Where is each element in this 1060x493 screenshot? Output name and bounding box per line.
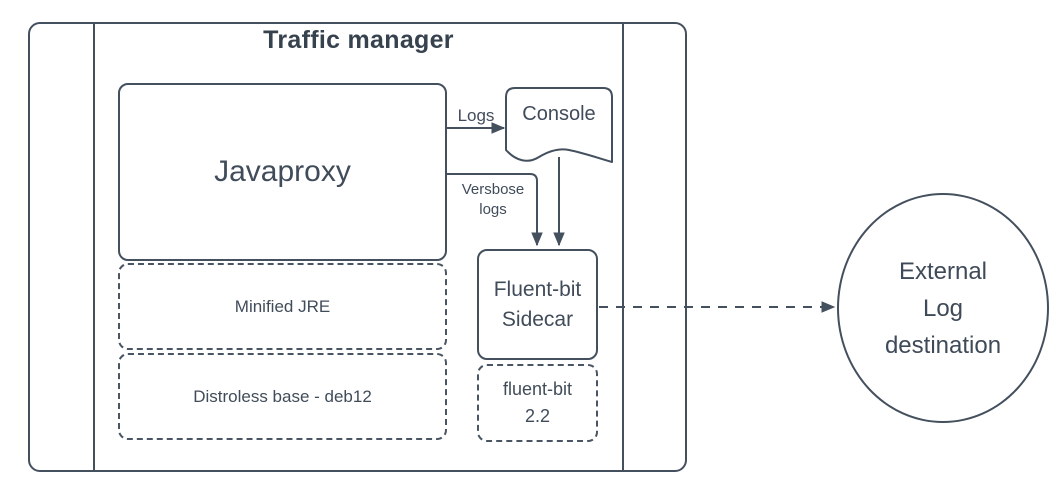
distroless-base-node: Distroless base - deb12: [118, 353, 447, 440]
javaproxy-node: Javaproxy: [118, 83, 447, 261]
fluent-bit-version-label-line2: 2.2: [524, 406, 550, 426]
external-log-destination-line1: External: [898, 257, 988, 285]
fluent-bit-version-label-line1: fluent-bit: [502, 379, 573, 399]
traffic-manager-title: Traffic manager: [263, 26, 454, 54]
fluent-bit-version-node: fluent-bit 2.2: [477, 364, 598, 442]
external-log-destination-line2: Log: [922, 294, 964, 322]
container-right-divider: [622, 22, 624, 472]
fluent-bit-sidecar-node: Fluent-bit Sidecar: [477, 249, 598, 360]
console-label: Console: [522, 102, 596, 125]
verbose-logs-label-line1: Versbose: [461, 181, 525, 198]
minified-jre-node: Minified JRE: [118, 263, 447, 350]
distroless-base-label: Distroless base - deb12: [193, 386, 372, 406]
external-log-destination-node: External Log destination: [837, 193, 1049, 423]
fluent-bit-sidecar-label-line2: Sidecar: [501, 307, 574, 331]
external-log-destination-line3: destination: [884, 331, 1002, 359]
minified-jre-label: Minified JRE: [234, 296, 331, 316]
verbose-logs-edge-label: Versbose logs: [449, 180, 537, 220]
logs-edge-label: Logs: [457, 106, 495, 125]
fluent-bit-sidecar-label-line1: Fluent-bit: [493, 277, 582, 301]
container-left-divider: [93, 22, 95, 472]
verbose-logs-label-line2: logs: [479, 201, 507, 218]
javaproxy-label: Javaproxy: [214, 155, 351, 188]
